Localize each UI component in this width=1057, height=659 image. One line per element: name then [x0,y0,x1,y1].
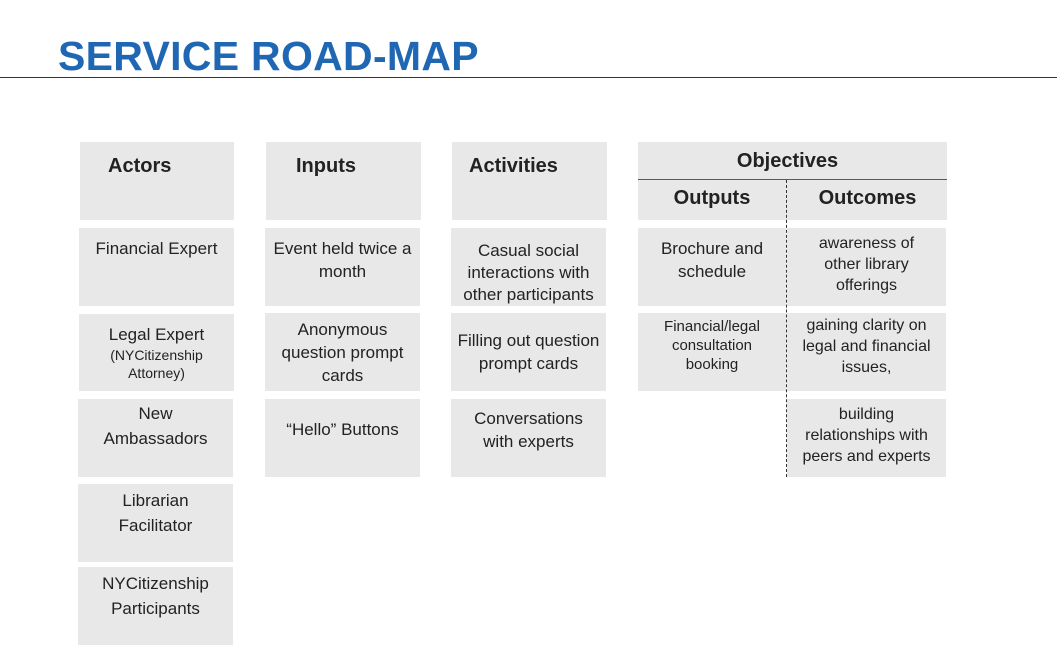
inputs-header-label: Inputs [296,155,356,177]
outcome-label: gaining clarity on legal and financial i… [802,317,931,376]
activity-label: Conversations with experts [474,409,583,451]
actor-nycitizenship-participants: NYCitizenship Participants [78,567,233,645]
actors-header: Actors [80,142,234,220]
actor-librarian-facilitator: Librarian Facilitator [78,484,233,562]
activity-label: Filling out question prompt cards [457,331,600,373]
input-event: Event held twice a month [265,228,420,306]
outcome-label: awareness of other library offerings [818,235,915,294]
objectives-title: Objectives [736,150,839,172]
outcomes-header: Outcomes [818,187,917,209]
actor-label: NYCitizenship Participants [102,574,209,618]
actor-label: Legal Expert [108,324,205,344]
actor-financial-expert: Financial Expert [79,228,234,306]
outputs-outcomes-divider [786,180,787,477]
objectives-divider [638,179,947,180]
output-consultation: Financial/legal consultation booking [638,313,786,391]
activities-header-label: Activities [469,155,558,177]
activities-header: Activities [452,142,607,220]
actor-new-ambassadors: New Ambassadors [78,399,233,477]
inputs-header: Inputs [266,142,421,220]
input-label: “Hello” Buttons [286,420,399,439]
outcome-label: building relationships with peers and ex… [802,406,931,465]
actor-label: Librarian Facilitator [118,491,193,535]
output-label: Financial/legal consultation booking [664,318,760,373]
actors-header-label: Actors [108,155,172,177]
input-label: Anonymous question prompt cards [281,319,404,385]
title-divider [0,77,1057,78]
input-hello-buttons: “Hello” Buttons [265,399,420,477]
activity-label: Casual social interactions with other pa… [463,241,594,304]
activity-social: Casual social interactions with other pa… [451,228,606,306]
output-brochure: Brochure and schedule [638,228,786,306]
input-label: Event held twice a month [273,239,412,281]
outputs-header: Outputs [673,187,751,209]
output-label: Brochure and schedule [660,239,764,281]
outcome-clarity: gaining clarity on legal and financial i… [787,313,946,391]
activity-conversations: Conversations with experts [451,399,606,477]
actor-legal-expert: Legal Expert (NYCitizenship Attorney) [79,314,234,391]
actor-label: Financial Expert [95,239,218,258]
input-prompt-cards: Anonymous question prompt cards [265,313,420,391]
actor-label: New Ambassadors [103,404,208,448]
outcome-awareness: awareness of other library offerings [787,228,946,306]
objectives-header: Objectives Outputs Outcomes [638,142,947,220]
activity-filling-cards: Filling out question prompt cards [451,313,606,391]
page-title: SERVICE ROAD-MAP [58,33,479,79]
actor-sublabel: (NYCitizenship Attorney) [110,346,203,381]
outcome-relationships: building relationships with peers and ex… [787,399,946,477]
